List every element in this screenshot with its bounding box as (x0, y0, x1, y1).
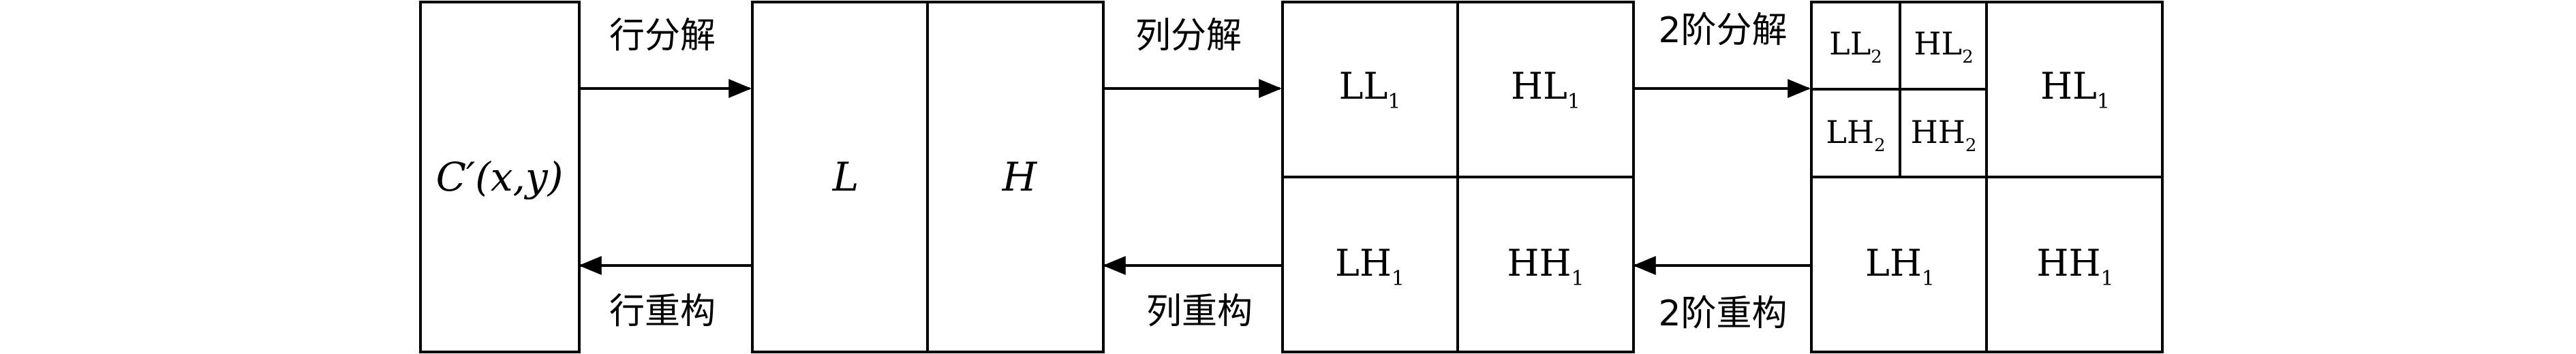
row-reconstruct-label: 行重构 (609, 291, 716, 332)
lh2-label: LH2 (1826, 114, 1885, 156)
level2-decompose-label: 2阶分解 (1658, 10, 1787, 51)
row-decompose-label: 行分解 (609, 16, 716, 57)
ll2-label: LL2 (1829, 25, 1882, 67)
source-label: C′(x,y) (436, 154, 564, 200)
l-band-label: L (832, 154, 859, 200)
ll1-label: LL1 (1339, 65, 1401, 114)
hl1-label-level2: HL1 (2040, 65, 2110, 114)
hl2-label: HL2 (1914, 25, 1973, 67)
hh1-label: HH1 (1507, 242, 1584, 291)
hl1-label: HL1 (1511, 65, 1580, 114)
level2-reconstruct-label: 2阶重构 (1658, 293, 1787, 334)
col-reconstruct-label: 列重构 (1146, 291, 1253, 332)
level1-subbands-box: LL1 HL1 LH1 HH1 (1281, 1, 1635, 353)
row-decomposed-box: L H (751, 1, 1105, 353)
col-decompose-label: 列分解 (1135, 16, 1242, 57)
level2-subbands-box: LL2 HL2 LH2 HH2 HL1 LH1 HH1 (1810, 1, 2164, 353)
h-band-label: H (1002, 154, 1038, 200)
source-image-box: C′(x,y) (419, 1, 581, 353)
lh1-label: LH1 (1335, 242, 1405, 291)
lh1-label-level2: LH1 (1865, 242, 1935, 291)
hh1-label-level2: HH1 (2036, 242, 2113, 291)
hh2-label: HH2 (1911, 114, 1977, 156)
